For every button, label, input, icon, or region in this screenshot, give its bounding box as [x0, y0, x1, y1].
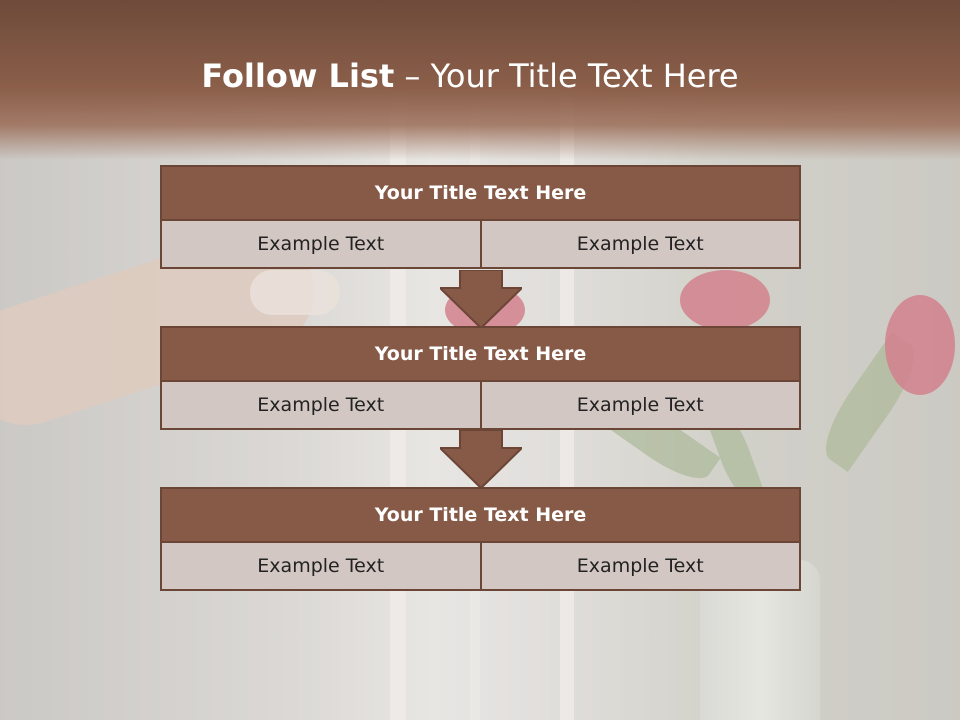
- follow-block-1: Your Title Text Here Example Text Exampl…: [160, 165, 801, 269]
- block-cell-right[interactable]: Example Text: [481, 221, 801, 269]
- block-cell-left[interactable]: Example Text: [160, 382, 482, 430]
- block-row: Example Text Example Text: [160, 382, 801, 430]
- slide-title: Follow List – Your Title Text Here: [0, 54, 940, 98]
- follow-block-3: Your Title Text Here Example Text Exampl…: [160, 487, 801, 591]
- tulip-shape: [680, 270, 770, 330]
- follow-block-2: Your Title Text Here Example Text Exampl…: [160, 326, 801, 430]
- down-arrow-icon: [440, 430, 522, 488]
- title-band: [0, 0, 960, 160]
- block-cell-right[interactable]: Example Text: [481, 543, 801, 591]
- block-cell-left[interactable]: Example Text: [160, 543, 482, 591]
- block-cell-left[interactable]: Example Text: [160, 221, 482, 269]
- block-row: Example Text Example Text: [160, 221, 801, 269]
- block-cell-right[interactable]: Example Text: [481, 382, 801, 430]
- block-title[interactable]: Your Title Text Here: [160, 165, 801, 221]
- title-rest: – Your Title Text Here: [394, 57, 739, 95]
- title-bold: Follow List: [201, 57, 395, 95]
- block-row: Example Text Example Text: [160, 543, 801, 591]
- down-arrow-icon: [440, 270, 522, 328]
- block-title[interactable]: Your Title Text Here: [160, 326, 801, 382]
- hand-shape: [250, 270, 340, 315]
- block-title[interactable]: Your Title Text Here: [160, 487, 801, 543]
- tulip-shape: [885, 295, 955, 395]
